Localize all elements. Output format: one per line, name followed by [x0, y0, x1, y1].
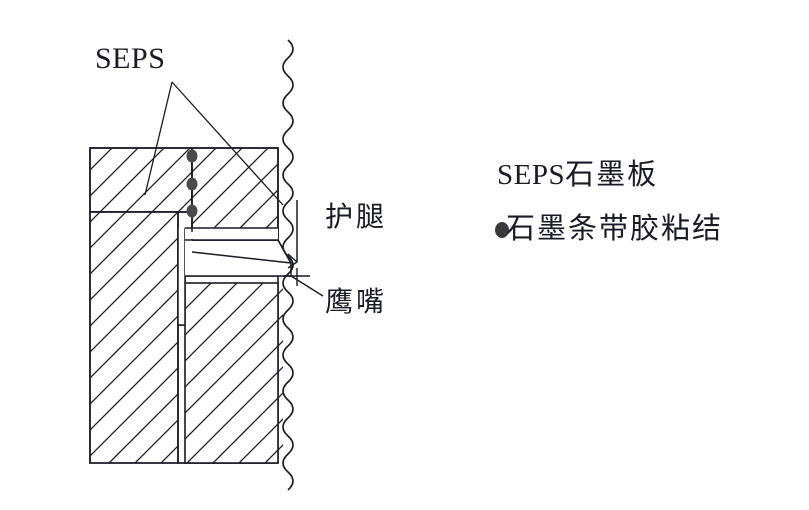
- eagle-beak-wedge: [185, 227, 292, 277]
- graphite-dot: [186, 149, 198, 163]
- graphite-strip-joint: [186, 149, 198, 240]
- upper-left-block: [89, 147, 193, 213]
- upper-right-block: [191, 147, 279, 241]
- legend-bullet-icon: [495, 222, 509, 238]
- main-body-lower-hatch: [89, 211, 179, 464]
- lower-inner-block: [184, 282, 283, 464]
- leg-guard-leader: [287, 200, 298, 269]
- graphite-dot: [186, 177, 198, 191]
- seps-leader-lines: [144, 81, 284, 206]
- legend-line-1: SEPS石墨板: [497, 160, 658, 190]
- eagle-beak-leader: [283, 268, 324, 297]
- callout-leg-guard: 护腿: [325, 200, 388, 233]
- callout-eagle-beak: 鹰嘴: [325, 285, 388, 318]
- main-body-block: [89, 211, 279, 464]
- graphite-dot: [186, 204, 198, 218]
- callout-seps: SEPS: [95, 42, 166, 75]
- vertical-slot: [177, 228, 186, 326]
- legend-line-2: 石墨条带胶粘结: [506, 211, 724, 245]
- legend-line-1-latin: SEPS: [497, 159, 566, 191]
- legend-line-1-cn: 石墨板: [565, 157, 659, 191]
